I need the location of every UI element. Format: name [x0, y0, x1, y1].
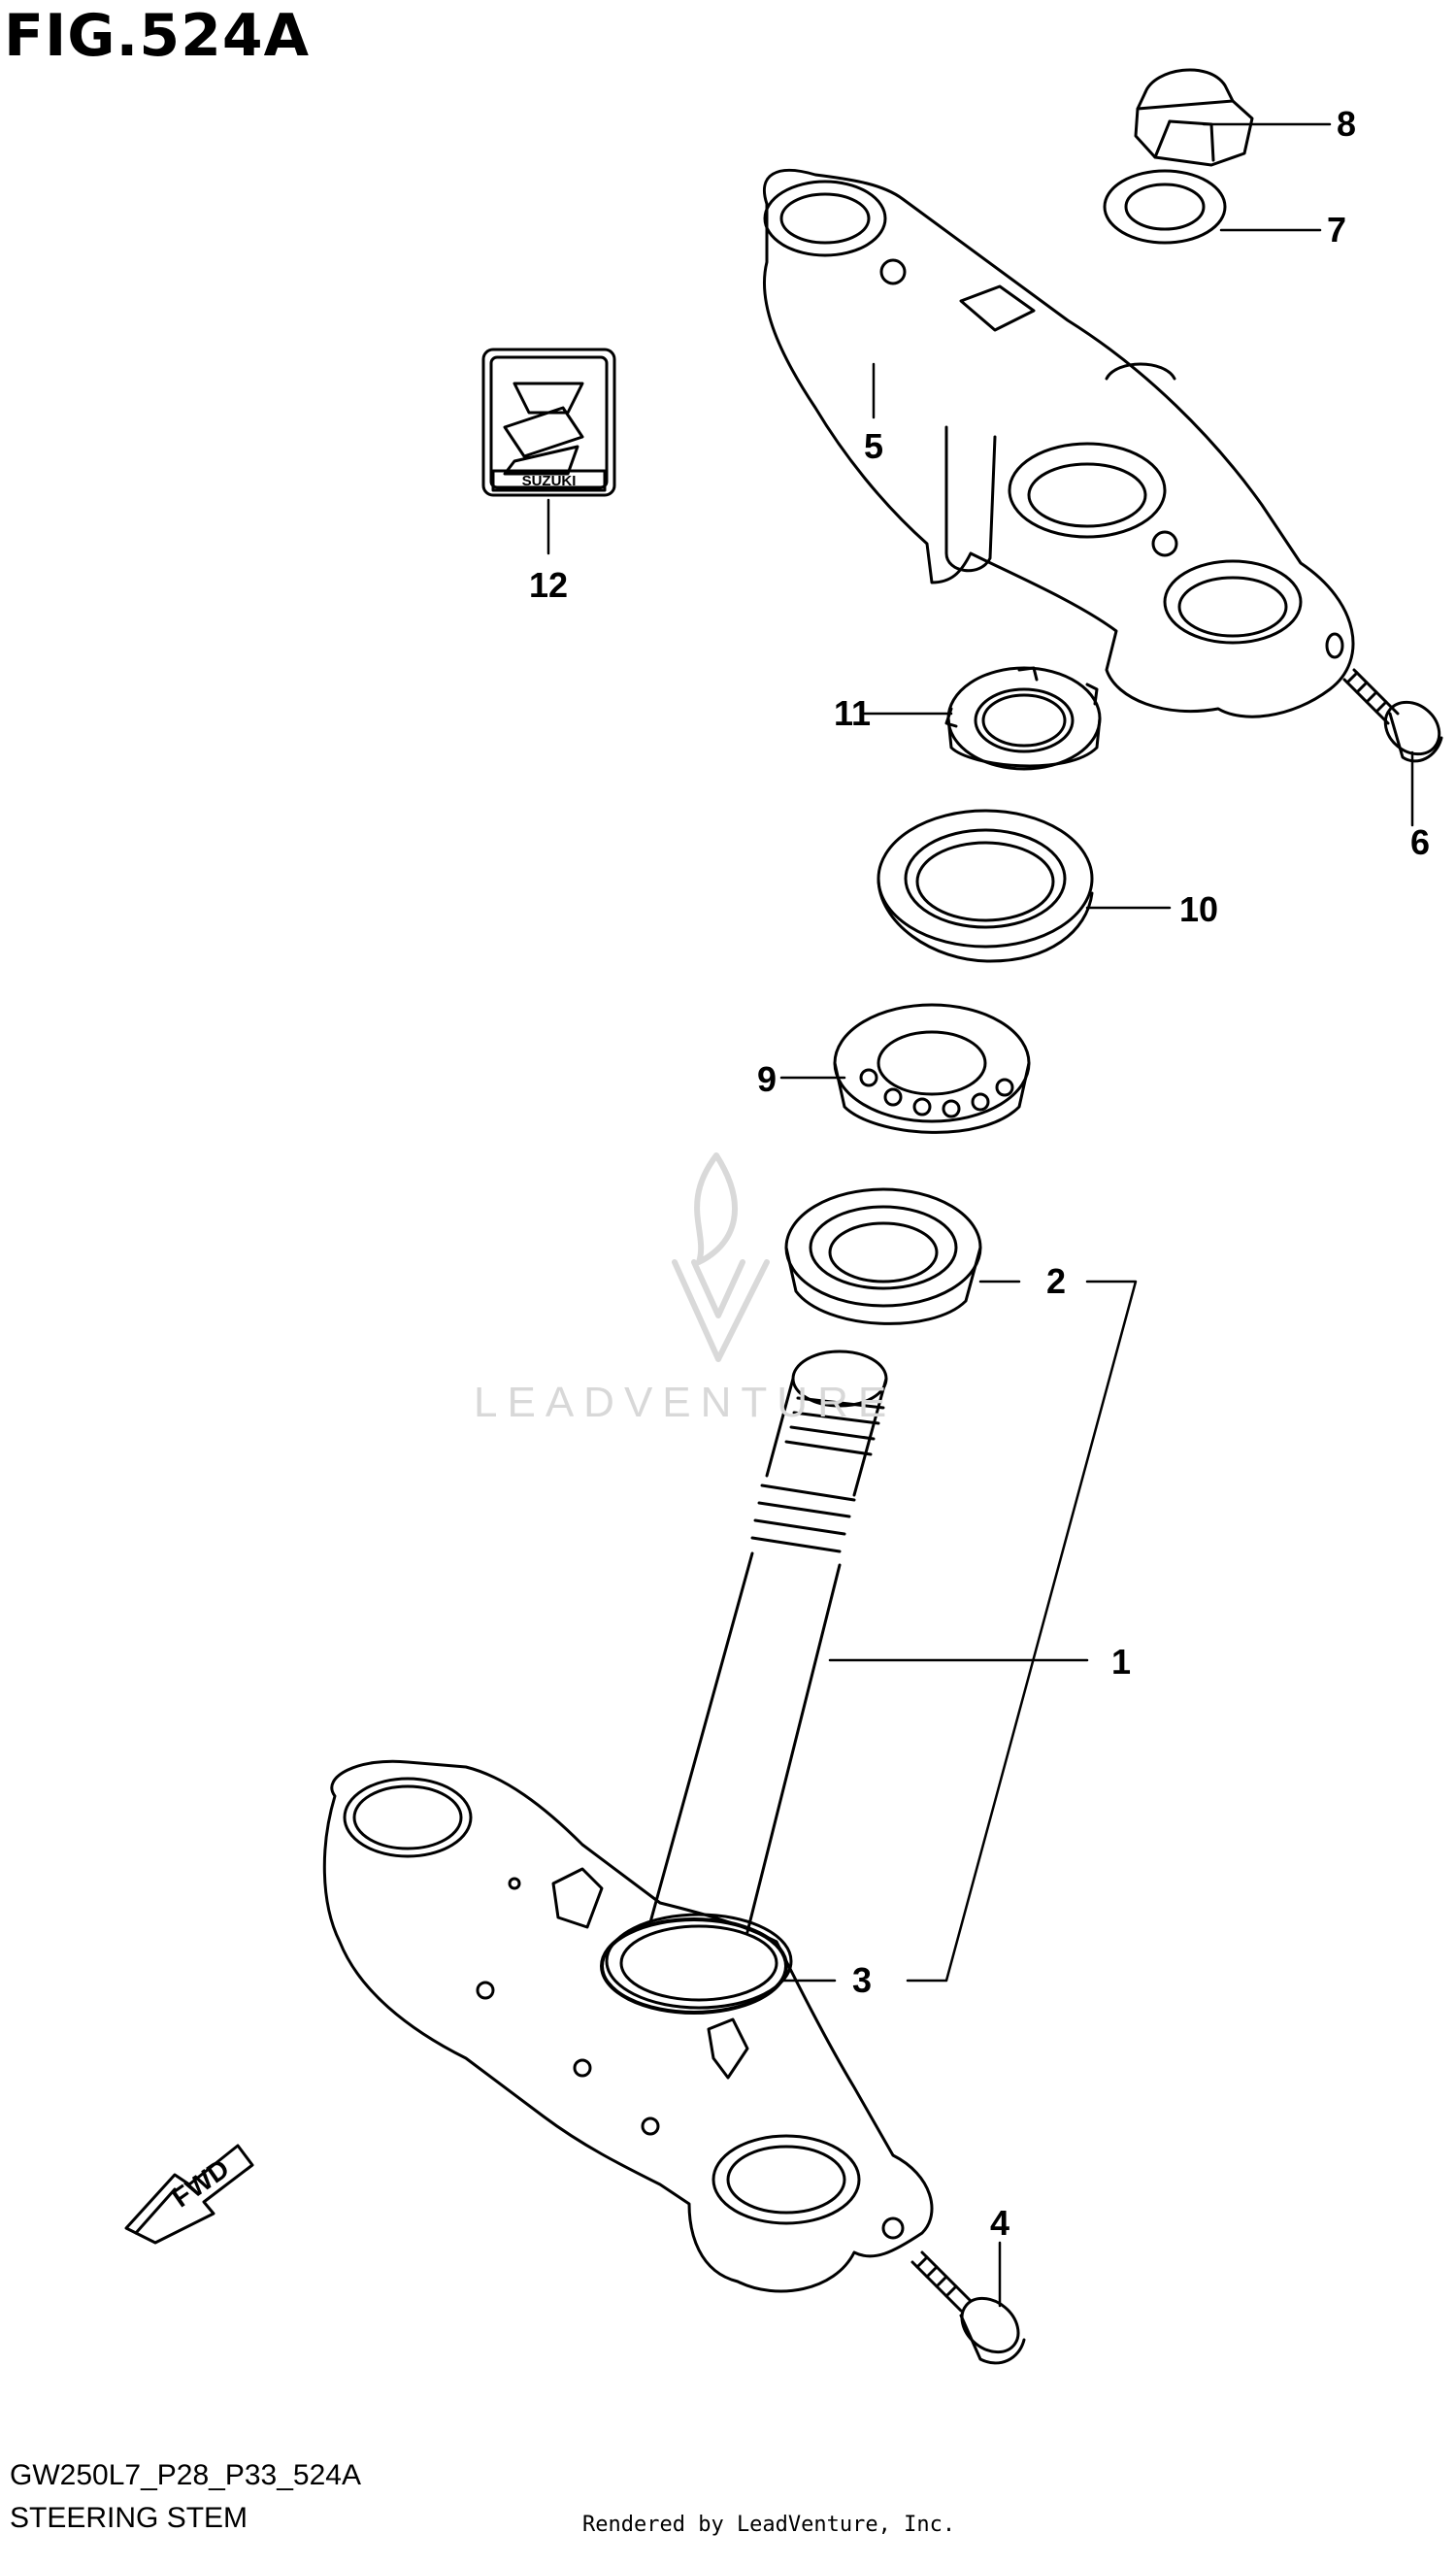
callout-4[interactable]: 4 — [989, 2203, 1010, 2243]
model-code: GW250L7_P28_P33_524A — [10, 2459, 361, 2491]
leader-lines — [546, 122, 1414, 2308]
emblem-brand-text: SUZUKI — [521, 472, 577, 489]
callout-3[interactable]: 3 — [851, 1960, 873, 2000]
rendered-by-credit: Rendered by LeadVenture, Inc. — [582, 2513, 956, 2537]
part-11-lock-nut[interactable] — [944, 666, 1102, 771]
callout-8[interactable]: 8 — [1336, 104, 1357, 144]
part-8-cap-nut[interactable] — [1134, 68, 1254, 167]
figure-title: FIG.524A — [4, 2, 311, 70]
part-6-bolt[interactable] — [1342, 668, 1449, 765]
callout-10[interactable]: 10 — [1178, 889, 1219, 929]
suzuki-s-logo — [503, 382, 584, 476]
callout-1[interactable]: 1 — [1110, 1642, 1132, 1682]
part-5-upper-bracket[interactable] — [762, 169, 1355, 718]
callout-12[interactable]: 12 — [528, 565, 569, 605]
part-10-dust-seal[interactable] — [877, 809, 1094, 963]
callout-7[interactable]: 7 — [1326, 210, 1347, 250]
part-3-lower-seal[interactable] — [600, 1917, 788, 2015]
callout-6[interactable]: 6 — [1409, 822, 1431, 862]
figure-name: STEERING STEM — [10, 2502, 248, 2534]
part-7-washer[interactable] — [1103, 169, 1227, 245]
part-2-race[interactable] — [784, 1187, 982, 1325]
callout-9[interactable]: 9 — [756, 1059, 778, 1099]
callout-11[interactable]: 11 — [833, 693, 872, 733]
watermark-text: LEADVENTURE — [474, 1379, 897, 1426]
callout-5[interactable]: 5 — [863, 426, 884, 466]
part-4-bolt[interactable] — [910, 2250, 1029, 2365]
part-1-steering-stem[interactable] — [322, 1350, 934, 2293]
leadventure-flame-logo — [672, 1152, 770, 1362]
callout-2[interactable]: 2 — [1045, 1261, 1067, 1301]
forward-arrow-icon — [124, 2144, 254, 2245]
part-9-bearing[interactable] — [833, 1003, 1031, 1134]
part-12-emblem[interactable] — [481, 348, 616, 497]
